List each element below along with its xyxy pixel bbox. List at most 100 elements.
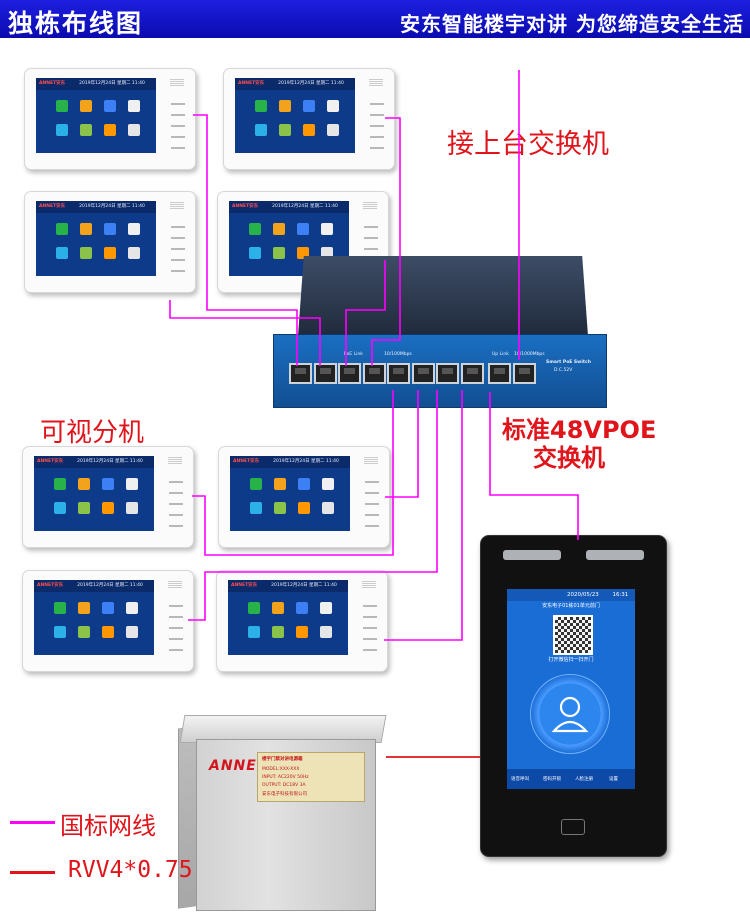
app-icon[interactable] <box>56 124 68 136</box>
monitor-side-button[interactable] <box>364 248 378 250</box>
app-icon[interactable] <box>320 626 332 638</box>
app-icon[interactable] <box>128 100 140 112</box>
monitor-side-button[interactable] <box>171 248 185 250</box>
app-icon[interactable] <box>54 502 66 514</box>
app-icon[interactable] <box>80 247 92 259</box>
app-icon[interactable] <box>274 478 286 490</box>
monitor-side-button[interactable] <box>171 125 185 127</box>
app-icon[interactable] <box>320 602 332 614</box>
menu-password-unlock[interactable]: 密码开锁 <box>543 777 561 782</box>
app-icon[interactable] <box>303 124 315 136</box>
monitor-side-button[interactable] <box>370 114 384 116</box>
monitor-side-button[interactable] <box>171 270 185 272</box>
app-icon[interactable] <box>126 478 138 490</box>
monitor-side-button[interactable] <box>365 492 379 494</box>
app-icon[interactable] <box>296 626 308 638</box>
monitor-side-button[interactable] <box>171 114 185 116</box>
monitor-side-button[interactable] <box>171 136 185 138</box>
app-icon[interactable] <box>274 502 286 514</box>
app-icon[interactable] <box>78 502 90 514</box>
app-icon[interactable] <box>297 223 309 235</box>
app-icon[interactable] <box>56 100 68 112</box>
app-icon[interactable] <box>279 100 291 112</box>
monitor-side-button[interactable] <box>365 503 379 505</box>
app-icon[interactable] <box>102 602 114 614</box>
monitor-side-button[interactable] <box>370 125 384 127</box>
app-icon[interactable] <box>128 247 140 259</box>
app-icon[interactable] <box>54 626 66 638</box>
app-icon[interactable] <box>298 502 310 514</box>
monitor-side-button[interactable] <box>365 514 379 516</box>
app-icon[interactable] <box>249 223 261 235</box>
app-icon[interactable] <box>126 602 138 614</box>
monitor-side-button[interactable] <box>169 627 183 629</box>
monitor-side-button[interactable] <box>169 481 183 483</box>
monitor-side-button[interactable] <box>171 147 185 149</box>
app-icon[interactable] <box>56 247 68 259</box>
app-icon[interactable] <box>279 124 291 136</box>
app-icon[interactable] <box>102 626 114 638</box>
app-icon[interactable] <box>102 502 114 514</box>
monitor-side-button[interactable] <box>365 481 379 483</box>
app-icon[interactable] <box>321 223 333 235</box>
app-icon[interactable] <box>126 502 138 514</box>
app-icon[interactable] <box>250 478 262 490</box>
app-icon[interactable] <box>273 223 285 235</box>
monitor-side-button[interactable] <box>365 525 379 527</box>
app-icon[interactable] <box>327 124 339 136</box>
app-icon[interactable] <box>272 602 284 614</box>
monitor-side-button[interactable] <box>171 237 185 239</box>
menu-voice-call[interactable]: 语音呼叫 <box>511 777 529 782</box>
app-icon[interactable] <box>78 478 90 490</box>
app-icon[interactable] <box>248 626 260 638</box>
monitor-side-button[interactable] <box>169 638 183 640</box>
app-icon[interactable] <box>54 478 66 490</box>
monitor-side-button[interactable] <box>363 616 377 618</box>
monitor-side-button[interactable] <box>169 649 183 651</box>
monitor-side-button[interactable] <box>370 147 384 149</box>
app-icon[interactable] <box>104 100 116 112</box>
app-icon[interactable] <box>80 223 92 235</box>
app-icon[interactable] <box>104 223 116 235</box>
menu-settings[interactable]: 设置 <box>609 777 618 782</box>
app-icon[interactable] <box>303 100 315 112</box>
monitor-side-button[interactable] <box>169 503 183 505</box>
app-icon[interactable] <box>250 502 262 514</box>
monitor-side-button[interactable] <box>169 616 183 618</box>
app-icon[interactable] <box>249 247 261 259</box>
monitor-side-button[interactable] <box>363 605 377 607</box>
app-icon[interactable] <box>248 602 260 614</box>
app-icon[interactable] <box>255 124 267 136</box>
monitor-side-button[interactable] <box>370 136 384 138</box>
monitor-side-button[interactable] <box>169 525 183 527</box>
monitor-side-button[interactable] <box>370 103 384 105</box>
app-icon[interactable] <box>104 247 116 259</box>
app-icon[interactable] <box>78 626 90 638</box>
monitor-side-button[interactable] <box>363 649 377 651</box>
app-icon[interactable] <box>322 478 334 490</box>
app-icon[interactable] <box>78 602 90 614</box>
monitor-side-button[interactable] <box>169 514 183 516</box>
monitor-side-button[interactable] <box>169 605 183 607</box>
app-icon[interactable] <box>126 626 138 638</box>
app-icon[interactable] <box>54 602 66 614</box>
app-icon[interactable] <box>327 100 339 112</box>
app-icon[interactable] <box>272 626 284 638</box>
app-icon[interactable] <box>298 478 310 490</box>
app-icon[interactable] <box>56 223 68 235</box>
monitor-side-button[interactable] <box>171 226 185 228</box>
monitor-side-button[interactable] <box>364 226 378 228</box>
monitor-side-button[interactable] <box>171 259 185 261</box>
menu-face-register[interactable]: 人脸注册 <box>575 777 593 782</box>
app-icon[interactable] <box>80 124 92 136</box>
app-icon[interactable] <box>322 502 334 514</box>
monitor-side-button[interactable] <box>171 103 185 105</box>
app-icon[interactable] <box>104 124 116 136</box>
app-icon[interactable] <box>255 100 267 112</box>
app-icon[interactable] <box>102 478 114 490</box>
app-icon[interactable] <box>128 223 140 235</box>
monitor-side-button[interactable] <box>363 627 377 629</box>
monitor-side-button[interactable] <box>169 492 183 494</box>
app-icon[interactable] <box>296 602 308 614</box>
monitor-side-button[interactable] <box>363 638 377 640</box>
